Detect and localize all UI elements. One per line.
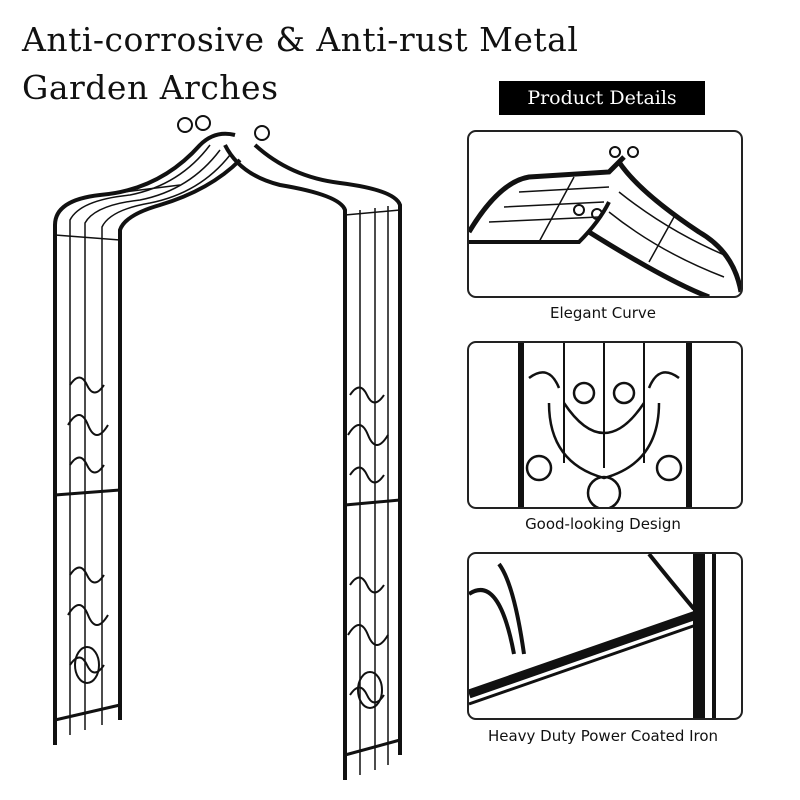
iron-joint-closeup-image [469,554,716,718]
scroll-design-closeup-image [518,343,692,507]
title-line-2: Garden Arches [22,68,279,107]
caption-heavy-duty-iron: Heavy Duty Power Coated Iron [487,727,719,745]
caption-elegant-curve: Elegant Curve [550,304,656,322]
detail-panel-iron [467,552,743,720]
curve-closeup-image [469,146,741,296]
title-line-1: Anti-corrosive & Anti-rust Metal [22,20,579,59]
detail-panel-design [467,341,743,509]
caption-good-looking-design: Good-looking Design [525,515,681,533]
detail-panel-curve [467,130,743,298]
garden-arch-image [53,115,402,780]
product-details-badge: Product Details [499,81,705,115]
